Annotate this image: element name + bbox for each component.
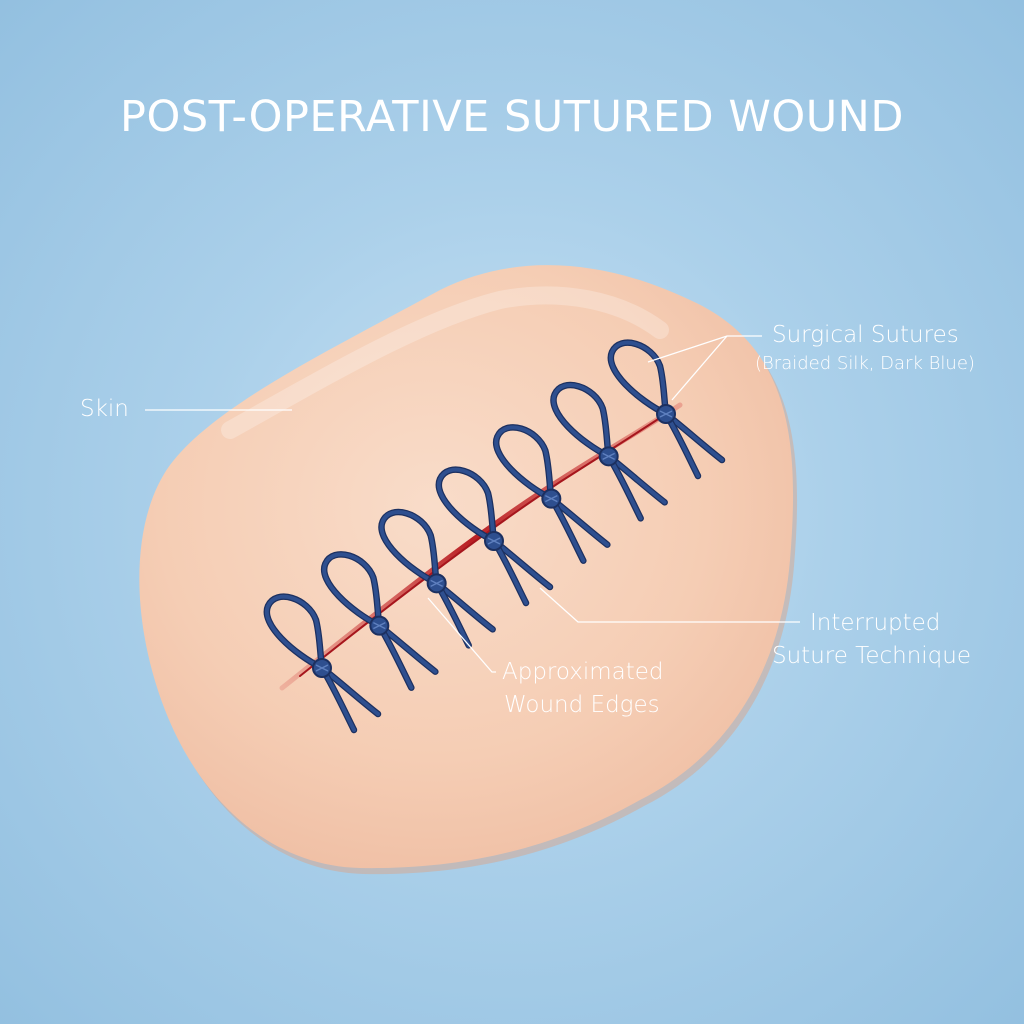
skin-highlight	[221, 286, 669, 439]
skin-label: Skin	[80, 396, 129, 422]
skin-patch	[139, 265, 794, 869]
sutures-sublabel: (Braided Silk, Dark Blue)	[755, 353, 975, 374]
sutures-group	[263, 339, 726, 734]
suture-knot	[435, 466, 554, 607]
edges-label-line1: Approximated	[502, 659, 664, 685]
suture-knot	[263, 593, 382, 734]
suture-knot	[492, 424, 611, 564]
suture-knot	[607, 339, 726, 480]
edges-leader-line	[427, 597, 496, 673]
technique-label-line1: Interrupted	[810, 610, 941, 636]
technique-leader-line	[539, 587, 800, 623]
suture-knot	[550, 381, 668, 522]
technique-label-line2: Suture Technique	[772, 643, 971, 669]
edges-label-line2: Wound Edges	[504, 692, 660, 718]
suture-knot	[320, 551, 439, 691]
suture-knot	[378, 508, 496, 649]
page-title: POST-OPERATIVE SUTURED WOUND	[120, 92, 904, 142]
sutures-label: Surgical Sutures	[772, 322, 959, 348]
sutures-leader-line-2	[671, 335, 728, 401]
